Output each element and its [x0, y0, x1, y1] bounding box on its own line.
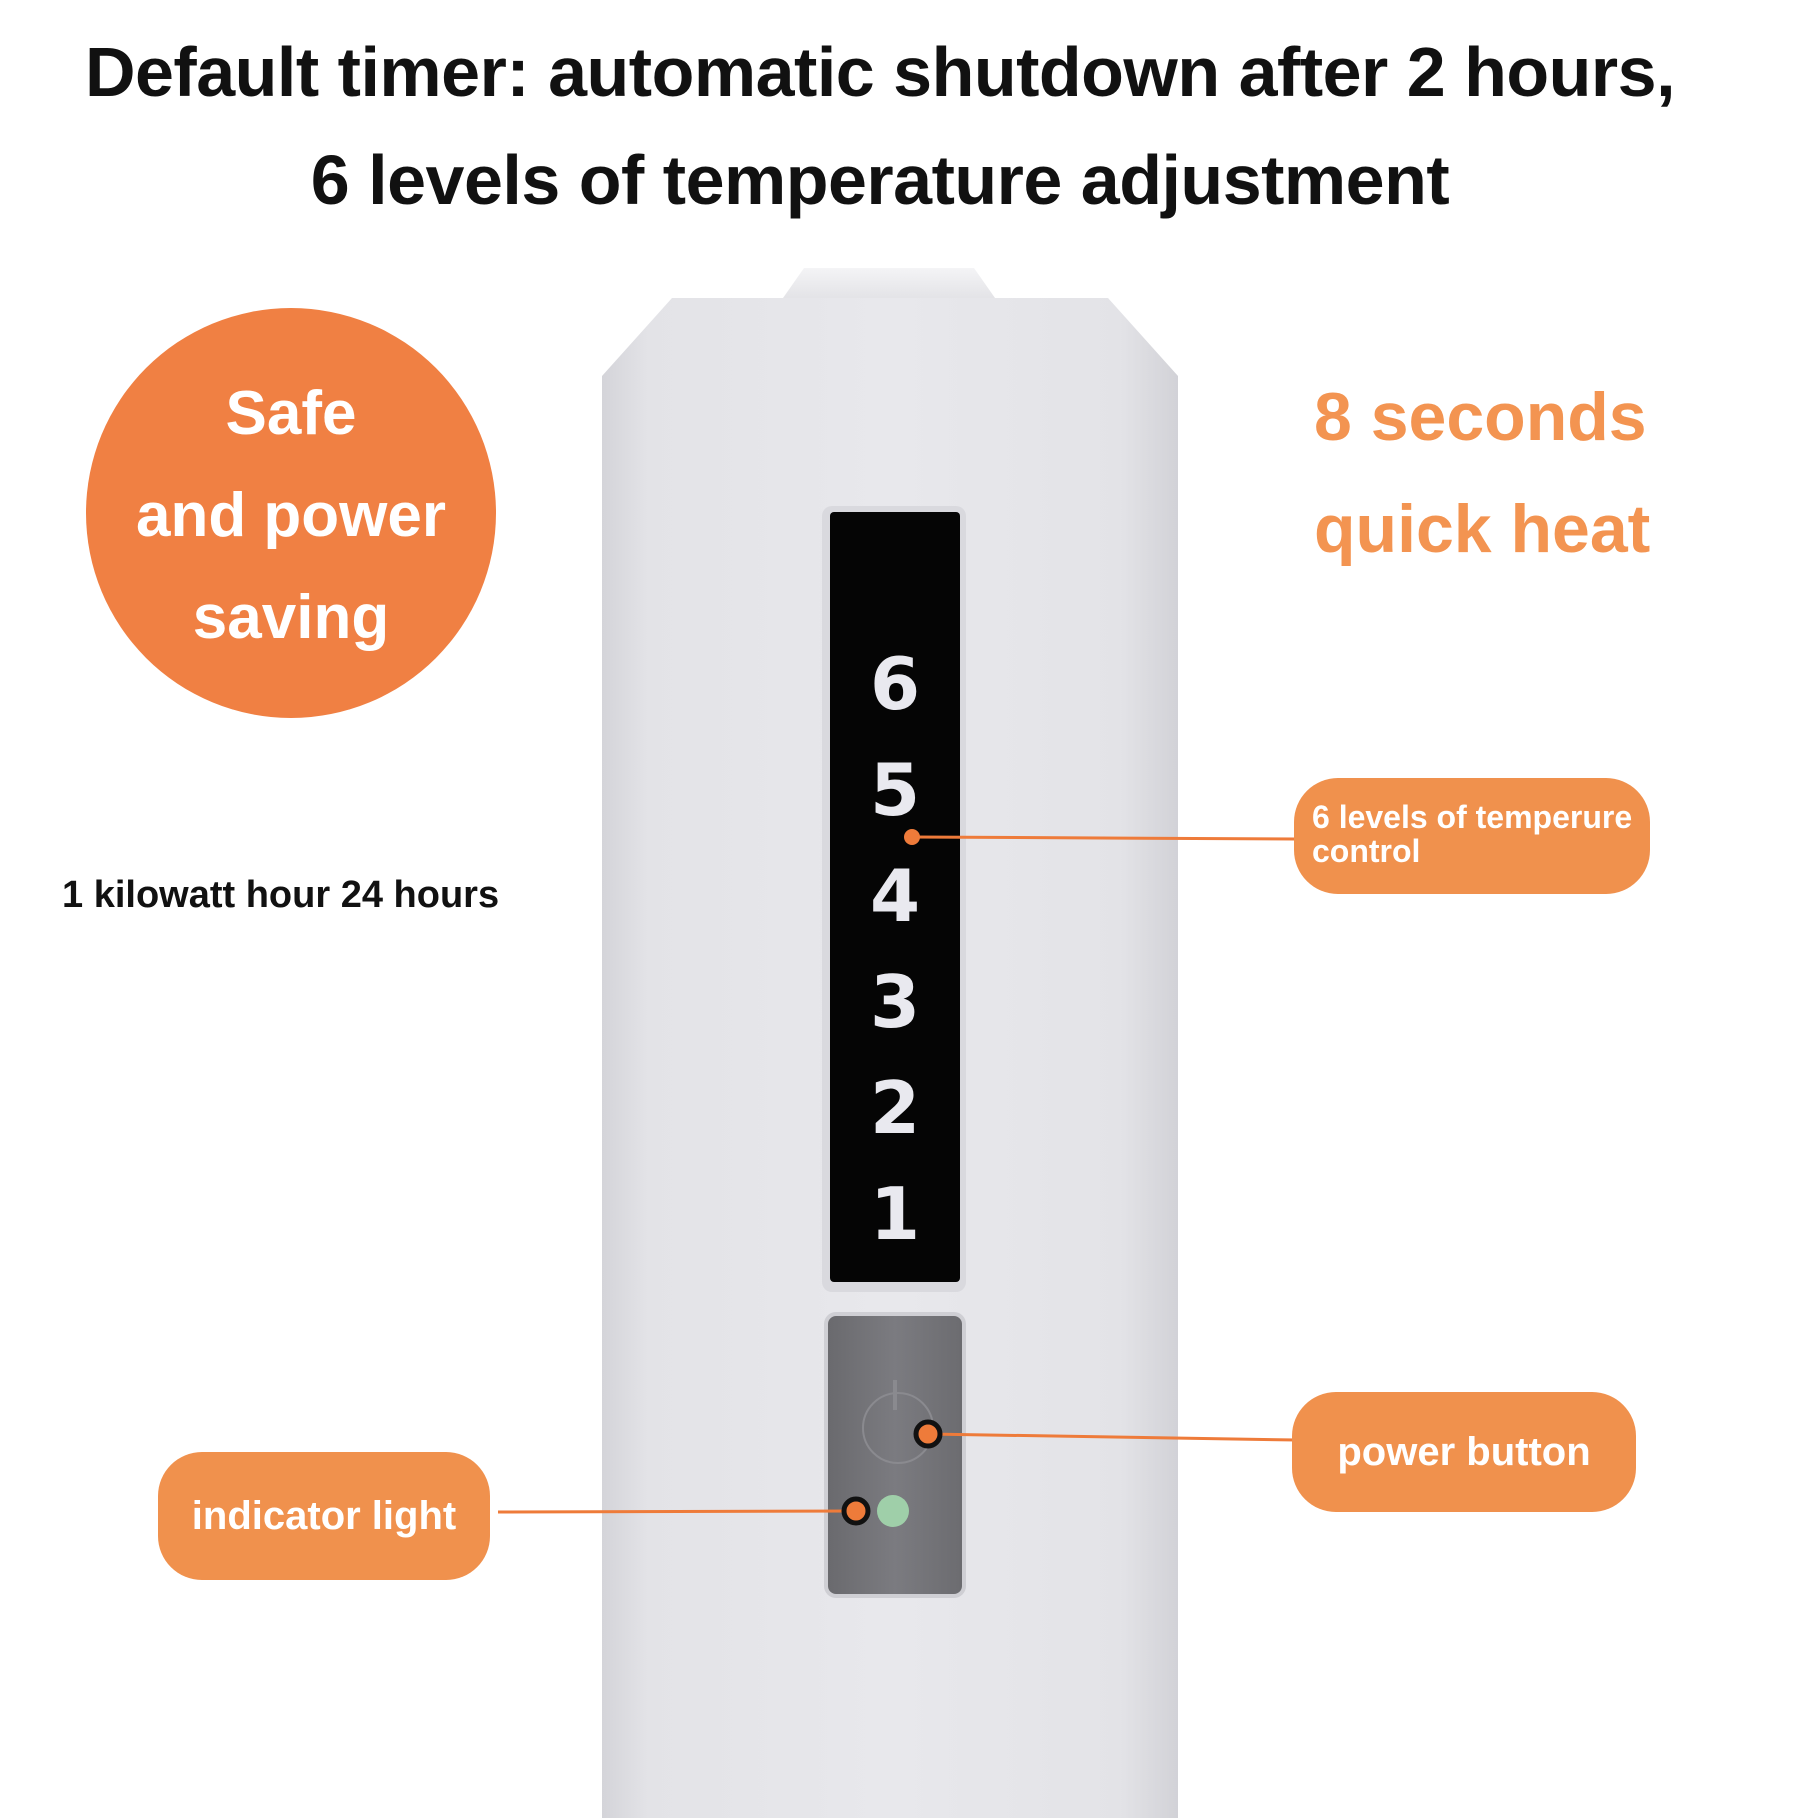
safe-power-saving-badge: Safe and power saving: [86, 308, 496, 718]
power-icon-stem: [893, 1380, 897, 1410]
level-2[interactable]: 2: [869, 1066, 921, 1150]
quick-heat-line-2: quick heat: [1314, 491, 1651, 567]
quick-heat-line-1: 8 seconds: [1314, 379, 1647, 455]
level-3[interactable]: 3: [869, 960, 921, 1044]
level-1[interactable]: 1: [869, 1172, 921, 1256]
headline-line-2: 6 levels of temperature adjustment: [310, 141, 1450, 219]
power-icon[interactable]: [862, 1392, 934, 1464]
badge-line-1: Safe: [225, 379, 357, 448]
level-4[interactable]: 4: [869, 854, 921, 938]
headline-line-1: Default timer: automatic shutdown after …: [84, 33, 1676, 111]
temperature-control-label: 6 levels of temperure control: [1312, 799, 1633, 869]
badge-line-2: and power: [135, 481, 447, 550]
indicator-led-icon: [877, 1495, 909, 1527]
power-button-callout: power button: [1292, 1392, 1636, 1512]
level-6[interactable]: 6: [869, 642, 921, 726]
level-5[interactable]: 5: [869, 748, 921, 832]
indicator-light-callout: indicator light: [158, 1452, 490, 1580]
energy-note: 1 kilowatt hour 24 hours: [62, 874, 500, 916]
badge-line-3: saving: [192, 583, 390, 652]
level-display: 6 5 4 3 2 1: [830, 512, 960, 1282]
temperature-control-callout: 6 levels of temperure control: [1294, 778, 1650, 894]
